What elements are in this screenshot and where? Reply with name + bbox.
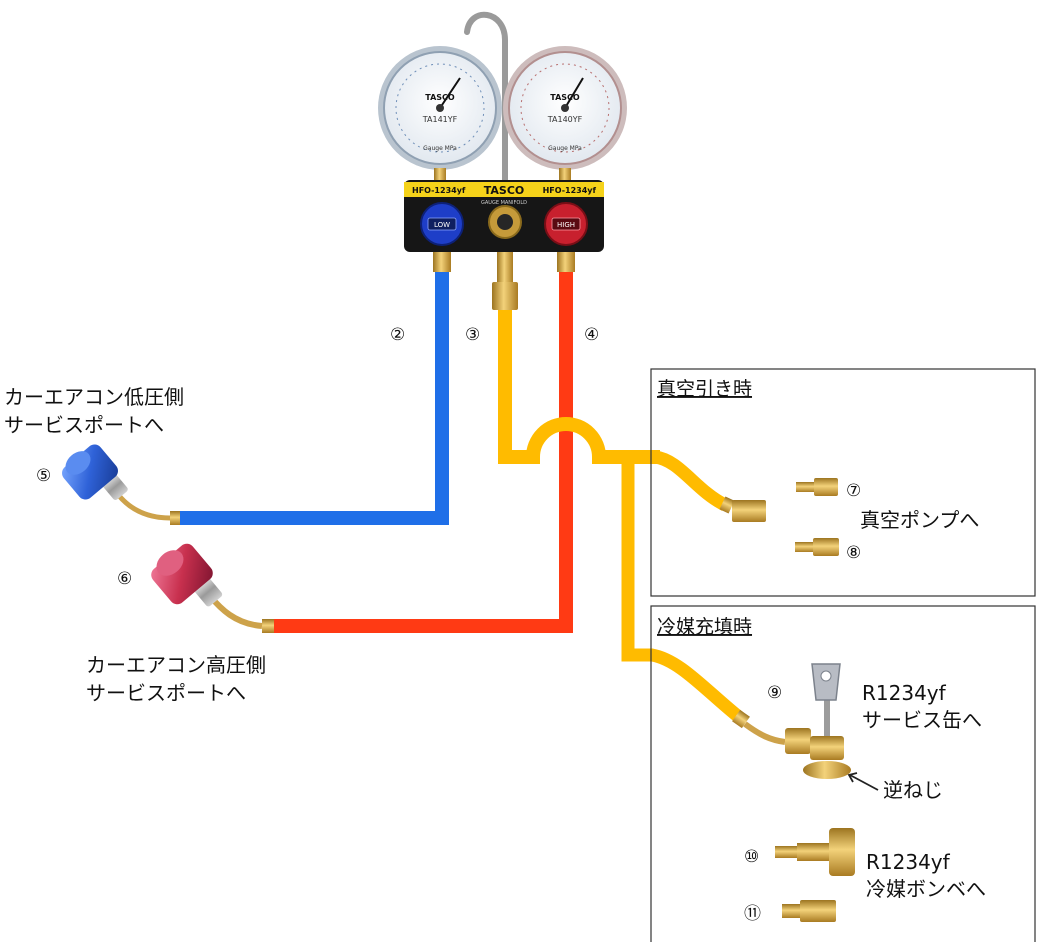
vacuum-box-title: 真空引き時 — [657, 378, 752, 400]
center-hose — [498, 310, 660, 464]
cylinder-label-line2: 冷媒ボンベへ — [866, 877, 986, 901]
vacuum-pump-label: 真空ポンプへ — [860, 508, 979, 532]
high-gauge-unit: Gauge MPa — [548, 145, 582, 152]
manifold-label-strip — [404, 182, 604, 197]
strip-right-text: HFO-1234yf — [543, 186, 597, 195]
adapter-10-cylinder — [775, 828, 855, 876]
high-side-quick-coupler — [151, 543, 274, 633]
number-9: ⑨ — [767, 683, 782, 703]
high-side-hose — [272, 270, 573, 633]
strip-brand-text: TASCO — [484, 184, 525, 197]
high-gauge-brand: TASCO — [550, 93, 580, 102]
high-side-label-line1: カーエアコン高圧側 — [86, 653, 266, 677]
low-gauge-brand: TASCO — [425, 93, 455, 102]
vacuum-box — [650, 368, 1036, 597]
hanger-hook — [464, 11, 508, 188]
charge-box-title: 冷媒充填時 — [657, 616, 752, 638]
number-2: ② — [390, 325, 405, 345]
number-4: ④ — [584, 325, 599, 345]
strip-left-text: HFO-1234yf — [412, 186, 466, 195]
charge-branch-hose — [621, 457, 745, 724]
high-knob-label: HIGH — [557, 221, 575, 229]
gauge-manifold: TASCO TA141YF Gauge MPa TASCO TA140YF Ga… — [378, 11, 627, 310]
high-gauge-model: TA140YF — [547, 115, 583, 124]
high-pressure-gauge: TASCO TA140YF Gauge MPa — [503, 46, 627, 170]
number-6: ⑥ — [117, 569, 132, 589]
reverse-thread-label: 逆ねじ — [883, 778, 943, 802]
low-side-hose — [175, 270, 449, 525]
low-knob-label: LOW — [434, 221, 450, 229]
number-10: ⑩ — [744, 847, 759, 867]
low-side-label-line1: カーエアコン低圧側 — [4, 385, 184, 409]
adapter-8 — [795, 538, 839, 556]
service-can-label-line1: R1234yf — [862, 681, 947, 705]
low-gauge-model: TA141YF — [422, 115, 458, 124]
number-7: ⑦ — [846, 481, 861, 501]
number-5: ⑤ — [36, 466, 51, 486]
center-port — [488, 205, 522, 239]
low-side-label-line2: サービスポートへ — [4, 413, 164, 437]
number-3: ③ — [465, 325, 480, 345]
service-can-label-line2: サービス缶へ — [862, 708, 982, 732]
charge-box — [650, 605, 1036, 942]
low-pressure-gauge: TASCO TA141YF Gauge MPa — [378, 46, 502, 170]
cylinder-label-line1: R1234yf — [866, 850, 951, 874]
strip-sub-text: GAUGE MANIFOLD — [481, 200, 527, 206]
low-valve-knob: LOW — [420, 202, 464, 246]
hoses — [175, 270, 745, 724]
vacuum-branch-hose — [653, 450, 729, 511]
service-can-tap-valve — [732, 663, 851, 779]
low-side-quick-coupler — [62, 444, 180, 525]
number-8: ⑧ — [846, 543, 861, 563]
adapter-7 — [796, 478, 838, 496]
vacuum-hose-end-fitting — [719, 496, 766, 522]
adapter-11 — [782, 900, 836, 922]
high-valve-knob: HIGH — [544, 202, 588, 246]
number-11: ⑪ — [744, 904, 761, 924]
low-gauge-unit: Gauge MPa — [423, 145, 457, 152]
reverse-thread-arrow — [849, 774, 879, 791]
high-side-label-line2: サービスポートへ — [86, 681, 246, 705]
